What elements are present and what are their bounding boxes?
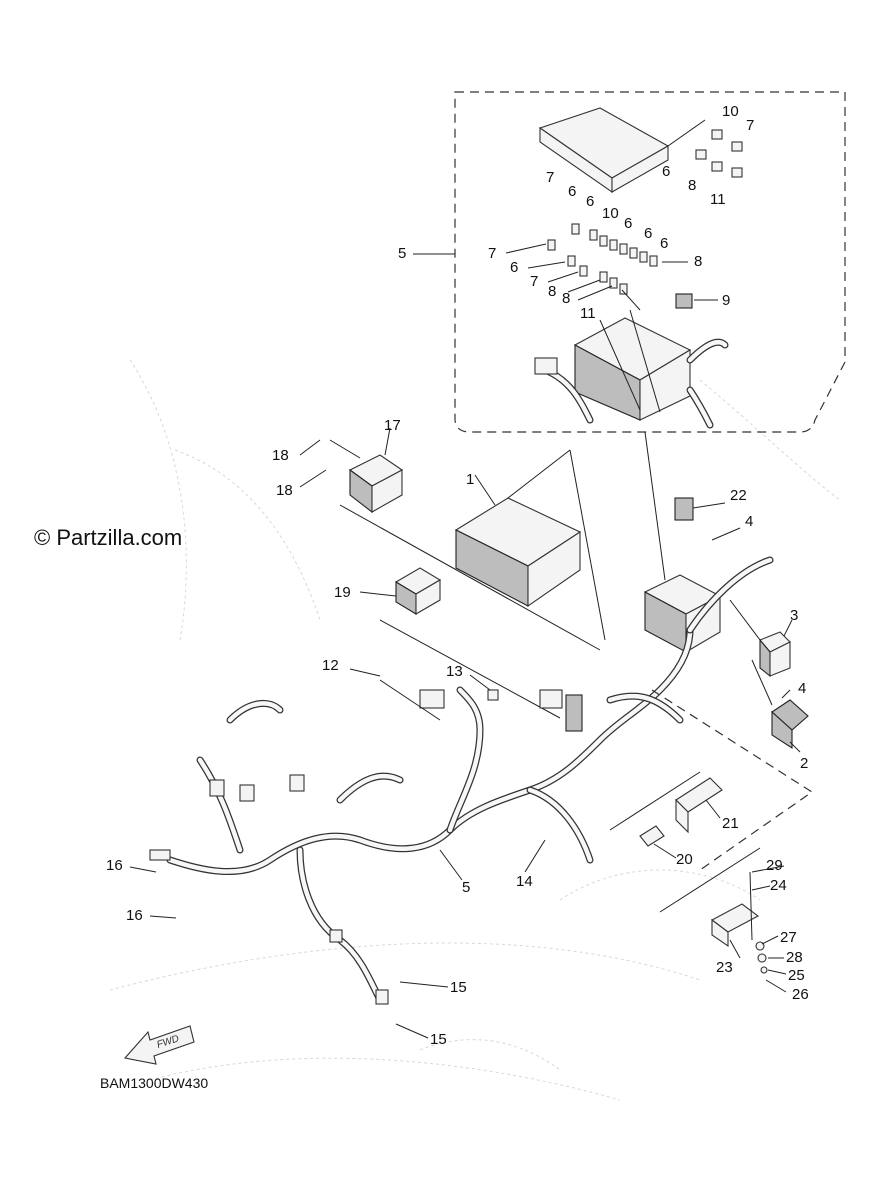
callout-label: 6: [660, 235, 668, 252]
callouts: 10 7 6 8 11 7 6 6 10 6 6 6 7 6 7 8 8 8 1…: [106, 103, 809, 1048]
callout-label: 7: [530, 273, 538, 290]
callout-label: 26: [792, 986, 809, 1003]
callout-label: 19: [334, 584, 351, 601]
callout-label: 8: [548, 283, 556, 300]
callout-label: 6: [586, 193, 594, 210]
callout-label: 11: [580, 305, 596, 322]
callout-label: 23: [716, 959, 733, 976]
fuse-set: [547, 129, 743, 309]
callout-label: 5: [462, 879, 470, 896]
callout-label: 16: [106, 857, 123, 874]
callout-label: 10: [602, 205, 619, 222]
callout-label: 9: [722, 292, 730, 309]
callout-label: 4: [798, 680, 806, 697]
relay-19: [359, 567, 561, 719]
callout-label: 13: [446, 663, 463, 680]
wire-harness: [149, 556, 774, 1005]
callout-label: 11: [710, 191, 726, 208]
callout-label: 7: [546, 169, 554, 186]
parts-20-21: [609, 689, 814, 871]
callout-label: 29: [766, 857, 783, 874]
callout-label: 12: [322, 657, 339, 674]
callout-label: 2: [800, 755, 808, 772]
battery: [454, 449, 606, 641]
callout-label: 6: [624, 215, 632, 232]
callout-label: 28: [786, 949, 803, 966]
diagram-code: BAM1300DW430: [100, 1075, 208, 1091]
callout-label: 7: [488, 245, 496, 262]
callout-label: 4: [745, 513, 753, 530]
callout-label: 8: [688, 177, 696, 194]
callout-label: 6: [662, 163, 670, 180]
callout-label: 15: [450, 979, 467, 996]
watermark-text: © Partzilla.com: [34, 525, 182, 550]
callout-label: 18: [276, 482, 293, 499]
callout-label: 6: [644, 225, 652, 242]
callout-label: 18: [272, 447, 289, 464]
harness-leaders: [129, 668, 546, 1039]
callout-label: 6: [510, 259, 518, 276]
callout-label: 1: [466, 471, 474, 488]
callout-label: 27: [780, 929, 797, 946]
callout-label: 5: [398, 245, 406, 262]
callout-label: 24: [770, 877, 787, 894]
fusebox-body: [534, 317, 729, 429]
callout-label: 3: [790, 607, 798, 624]
callout-label: 14: [516, 873, 533, 890]
frame-ghost-lines: [109, 359, 841, 1101]
forward-arrow-icon: FWD: [123, 1025, 195, 1065]
parts-23-29: [659, 847, 787, 993]
fusebox-inset-frame: [454, 91, 846, 433]
callout-label: 8: [562, 290, 570, 307]
callout-label: 15: [430, 1031, 447, 1048]
callout-label: 20: [676, 851, 693, 868]
callout-label: 16: [126, 907, 143, 924]
callout-label: 17: [384, 417, 401, 434]
callout-label: 8: [694, 253, 702, 270]
callout-label: 22: [730, 487, 747, 504]
relay-17-group: [299, 427, 601, 651]
callout-label: 25: [788, 967, 805, 984]
callout-label: 6: [568, 183, 576, 200]
callout-label: 7: [746, 117, 754, 134]
callout-label: 10: [722, 103, 739, 120]
inset-leaders: [413, 243, 718, 413]
fusebox-cover: [538, 107, 706, 194]
main-fusebox-assembly: [643, 497, 809, 753]
callout-label: 21: [722, 815, 739, 832]
